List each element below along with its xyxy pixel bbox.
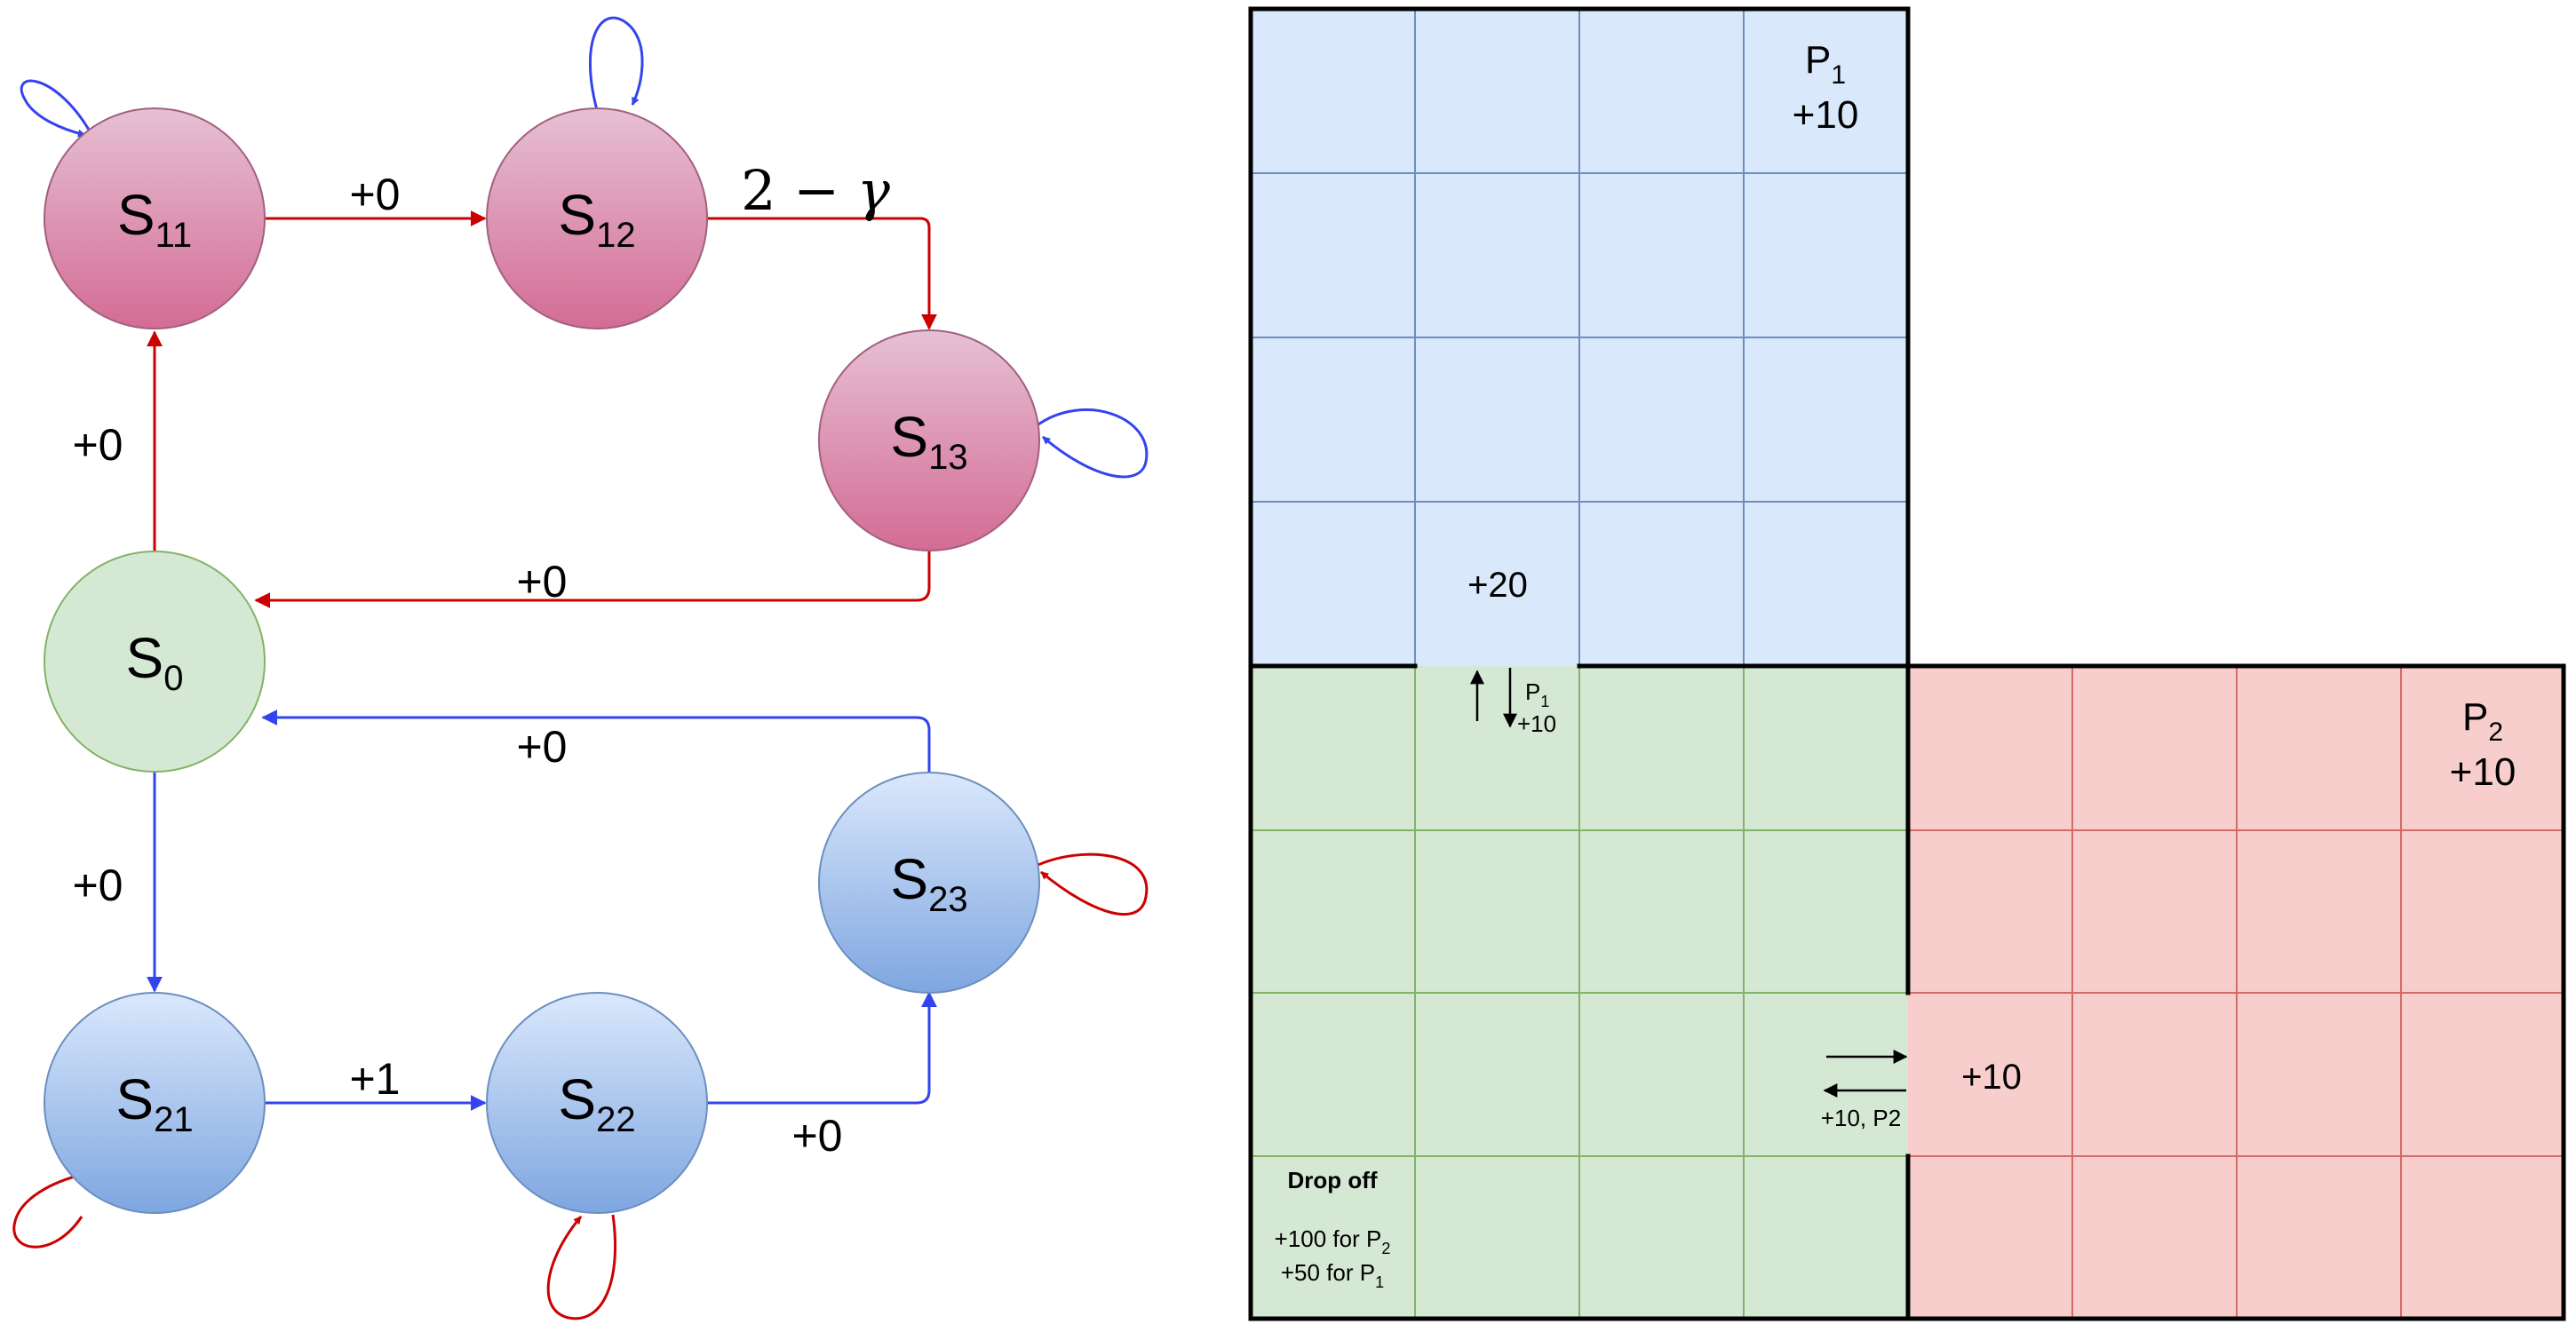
self-loop-s13 <box>1035 408 1149 479</box>
edge-s23-s0 <box>261 710 931 773</box>
svg-text:S13: S13 <box>890 405 967 477</box>
svg-text:+10, P2: +10, P2 <box>1821 1105 1901 1131</box>
reward-plus-10: +10 <box>1961 1058 2022 1097</box>
reward-plus-20: +20 <box>1467 566 1528 605</box>
self-loop-s22 <box>546 1214 616 1320</box>
edge-s22-s23 <box>707 991 937 1105</box>
svg-text:S21: S21 <box>115 1067 193 1139</box>
edge-s12-s13 <box>707 217 937 330</box>
svg-text:S22: S22 <box>558 1067 635 1139</box>
grid-lines-p1 <box>1251 9 1908 666</box>
label-s0-s21: +0 <box>72 860 123 910</box>
grid-world: P1 +10 +20 P1 +10 P2 +10 +10, P2 +10 Dro… <box>1248 6 2566 1321</box>
state-s13: S13 <box>818 329 1040 551</box>
svg-text:+10: +10 <box>1793 93 1859 137</box>
svg-text:P1: P1 <box>1805 38 1846 90</box>
svg-text:P1: P1 <box>1525 678 1549 710</box>
label-s11-s12: +0 <box>349 170 400 219</box>
state-s0: S0 <box>44 551 266 773</box>
label-s23-s0: +0 <box>516 722 567 772</box>
state-s22: S22 <box>486 992 708 1214</box>
state-s11: S11 <box>44 107 266 329</box>
svg-text:P2: P2 <box>2462 695 2503 747</box>
svg-text:S0: S0 <box>126 626 184 698</box>
drop-off-cell: Drop off +100 for P2 +50 for P1 <box>1275 1167 1391 1291</box>
label-s22-s23: +0 <box>791 1111 842 1161</box>
self-loop-s23 <box>1033 852 1149 916</box>
svg-text:+100 for P2: +100 for P2 <box>1275 1225 1391 1257</box>
door-p1-zone: P1 +10 <box>1470 668 1556 737</box>
state-s12: S12 <box>486 107 708 329</box>
svg-text:S12: S12 <box>558 183 635 255</box>
pickup-p1: P1 +10 <box>1793 38 1859 137</box>
state-s23: S23 <box>818 772 1040 994</box>
pickup-p2: P2 +10 <box>2450 695 2516 794</box>
svg-text:+10: +10 <box>1517 710 1556 737</box>
self-loop-s11 <box>20 79 91 138</box>
svg-text:S11: S11 <box>117 183 192 255</box>
self-loop-s12 <box>589 16 644 111</box>
self-loop-s21 <box>12 1171 86 1249</box>
label-s12-s13: 2 − γ <box>741 158 891 223</box>
door-p2-zone: +10, P2 <box>1821 1050 1908 1131</box>
svg-text:Drop off: Drop off <box>1287 1167 1377 1193</box>
grid-lines-p2 <box>1908 666 2564 1319</box>
svg-text:+50 for P1: +50 for P1 <box>1281 1259 1384 1291</box>
svg-text:+10: +10 <box>2450 750 2516 794</box>
label-s21-s22: +1 <box>349 1054 400 1104</box>
label-s0-s11: +0 <box>72 420 123 470</box>
label-s13-s0: +0 <box>516 557 567 607</box>
mdp-state-diagram: S11 S12 S13 S0 S23 S21 S22 +0 2 − γ +0 <box>12 16 1149 1320</box>
state-s21: S21 <box>44 992 266 1214</box>
svg-text:S23: S23 <box>890 847 967 919</box>
walls <box>1248 6 2566 1321</box>
grid-lines-green <box>1251 666 1908 1319</box>
edge-s13-s0 <box>254 551 931 608</box>
